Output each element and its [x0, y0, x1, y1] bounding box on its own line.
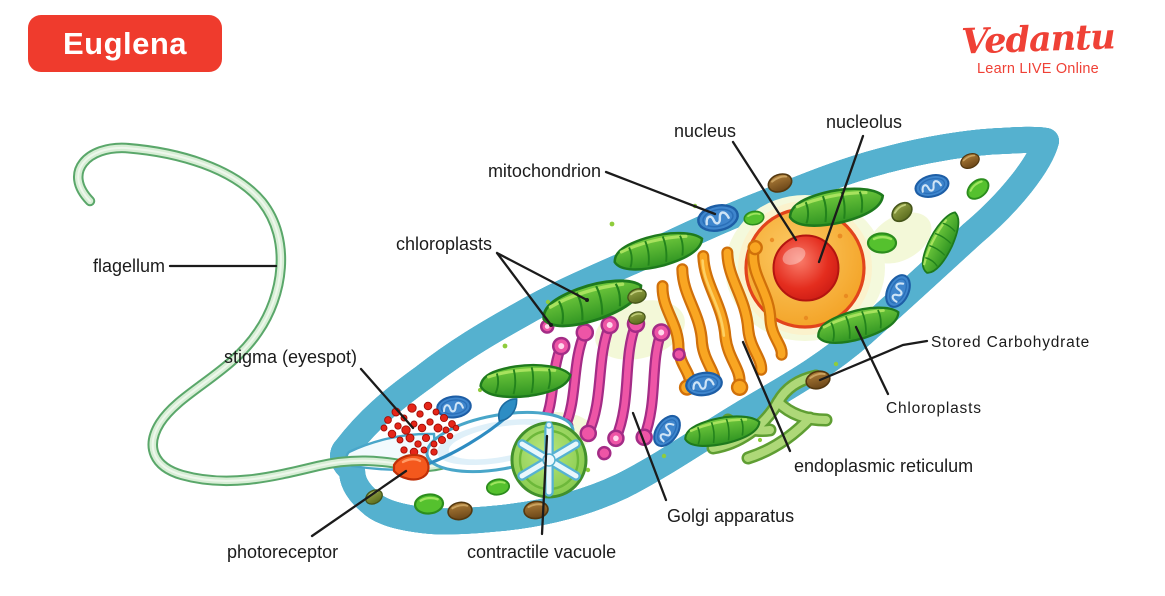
label-photoreceptor: photoreceptor	[227, 542, 338, 562]
endoplasmic-reticulum-shape	[656, 239, 788, 396]
label-nucleus: nucleus	[674, 121, 736, 141]
leader-line-er	[741, 340, 792, 453]
leader-line-photoreceptor	[310, 469, 408, 538]
leader-line-stigma	[359, 367, 415, 430]
leader-line-chloroplasts-right	[854, 325, 890, 396]
label-stored-carbohydrate: Stored Carbohydrate	[931, 334, 1090, 351]
label-stigma-eyespot: stigma (eyespot)	[224, 347, 357, 367]
label-nucleolus: nucleolus	[826, 112, 902, 132]
label-golgi-apparatus: Golgi apparatus	[667, 506, 794, 526]
label-chloroplasts-right: Chloroplasts	[886, 400, 982, 417]
contractile-vacuole-shape	[510, 421, 588, 499]
leader-line-chloroplasts-left	[495, 251, 589, 327]
leader-line-contractile-vacuole	[540, 434, 549, 536]
label-flagellum: flagellum	[93, 256, 165, 276]
leader-line-mitochondrion	[604, 170, 717, 216]
vedantu-tagline: Learn LIVE Online	[977, 61, 1099, 77]
label-endoplasmic-reticulum: endoplasmic reticulum	[794, 456, 973, 476]
label-chloroplasts-left: chloroplasts	[396, 234, 492, 254]
title-badge: Euglena	[28, 15, 222, 72]
leader-line-nucleus	[731, 140, 798, 242]
nucleolus-shape	[772, 234, 840, 302]
leader-line-nucleolus	[817, 134, 865, 264]
leader-line-stored-carbohydrate	[818, 339, 929, 382]
vedantu-logo: Vedantu Learn LIVE Online	[938, 16, 1138, 77]
label-mitochondrion: mitochondrion	[488, 161, 601, 181]
flagellar-root-shape	[420, 398, 518, 468]
stigma-shape	[380, 401, 460, 457]
leader-lines	[168, 134, 929, 538]
label-contractile-vacuole: contractile vacuole	[467, 542, 616, 562]
page-title: Euglena	[62, 25, 188, 61]
leader-line-golgi	[631, 411, 668, 502]
